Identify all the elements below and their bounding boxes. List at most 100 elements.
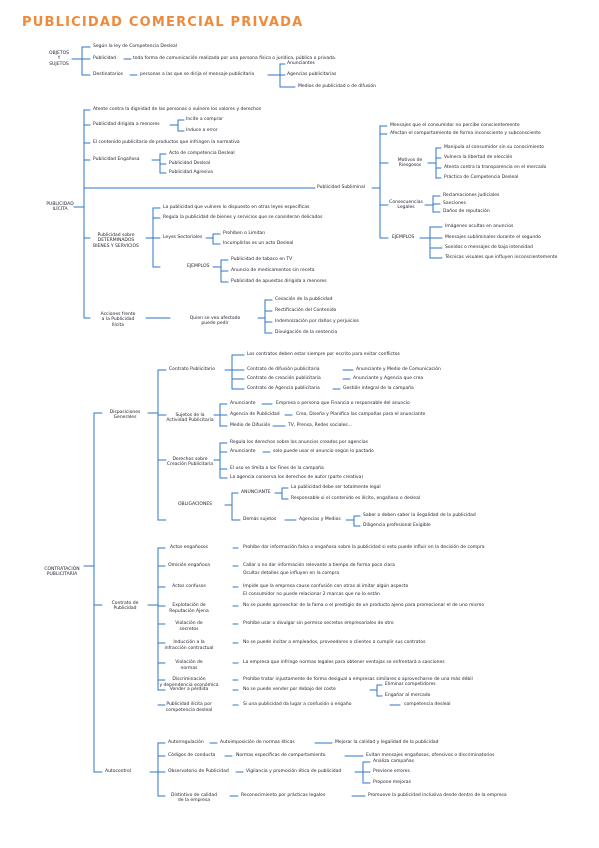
publicidad-node: Publicidad xyxy=(93,56,117,62)
imagenes-ocultas: Imágenes ocultas en anuncios xyxy=(445,224,514,230)
contrato-difusion: Contrato de difusión publicitaria xyxy=(247,367,320,373)
disposiciones-generales: Disposiciones Generales xyxy=(109,409,141,420)
anunciantes-leaf: Anunciantes xyxy=(287,61,315,67)
indemnizacion: Indemnización por daños y perjuicios xyxy=(275,319,359,325)
motivos-riesgosos: Motivos de Riesgosos xyxy=(397,157,423,168)
quien-afectado: Quien se vea afectado puede pedir xyxy=(189,315,241,326)
eliminar-competidores: Eliminar competidores xyxy=(385,682,436,688)
saber-ilegalidad: Saber o deben saber la ilegalidad de la … xyxy=(363,513,476,519)
sujeto-medio: Medio de Difusión xyxy=(230,423,271,429)
unfair-act-label: Publicidad ilícita por competencia desle… xyxy=(165,702,213,713)
observatorio-node: Observatorio de Publicidad xyxy=(168,769,229,775)
vulnera-libertad: Vulnera la libertad de elección xyxy=(444,155,513,161)
promueve-inclusiva: Promueve la publicidad inclusiva desde d… xyxy=(368,793,507,799)
unfair-act-label: Violación de normas xyxy=(175,660,203,671)
reclamaciones: Reclamaciones Judiciales xyxy=(443,193,500,199)
derechos-autor: La agencia conserva los derechos de auto… xyxy=(230,475,364,481)
menores-node: Publicidad dirigida a menores xyxy=(93,122,160,128)
sanciones: Sanciones xyxy=(443,201,466,207)
anunciante-agencia: Anunciante y Agencia que crea xyxy=(353,376,424,382)
consumidor-relacionar: El consumidor no puede relacionar 2 marc… xyxy=(243,592,380,598)
propone-mejoras: Propone mejoras xyxy=(373,780,411,786)
regula-bienes: Regula la publicidad de bienes y servici… xyxy=(163,215,323,221)
unfair-act-text: Si una publicidad da lugar a confusión o… xyxy=(243,702,352,708)
contrato-publicidad-node: Contrato de Publicidad xyxy=(111,600,139,611)
unfair-act-text: No se puede aprovechar de la fama o el p… xyxy=(243,603,485,609)
atente-dignidad: Atente contra la dignidad de las persona… xyxy=(93,107,262,113)
unfair-act-text: Prohíbe dar información falsa o engañosa… xyxy=(243,545,485,551)
agencia-def: Crea, Diseña y Planifica las campañas pa… xyxy=(296,412,426,418)
anunciante-def: Empresa o persona que Financia o respons… xyxy=(276,401,410,407)
competencia-desleal: competencia desleal xyxy=(404,702,451,708)
objetos-sujetos-node: OBJETOS Y SUJETOS xyxy=(49,51,69,67)
unfair-act-text: Prohíbe tratar injustamente de forma des… xyxy=(243,677,473,683)
unfair-act-label: Omisión engañosa xyxy=(168,563,210,569)
incite-comprar: Incite a comprar xyxy=(186,117,223,123)
gestion-integral: Gestión integral de la campaña xyxy=(343,386,414,392)
consecuencias-legales: Consecuencias Legales xyxy=(389,199,423,210)
bienes-servicios-node: Publicidad sobre DETERMINADOS BIENES Y S… xyxy=(93,233,139,249)
normativa-node: El contenido publicitario de productos q… xyxy=(93,140,240,146)
contratos-por-escrito: Los contratos deben estar siempre por es… xyxy=(247,352,400,358)
enganosa-node: Publicidad Engañosa xyxy=(93,157,140,163)
apuestas-menores: Publicidad de apuestas dirigida a menore… xyxy=(231,279,327,285)
autoimposicion: Autoimposición de normas éticas xyxy=(220,740,295,746)
demas-sujetos: Demás sujetos xyxy=(243,517,277,523)
publicidad-agresiva: Publicidad Agresiva xyxy=(169,170,213,176)
prohiben-limitan: Prohíben o Limitan xyxy=(223,231,266,237)
enganar-mercado: Engañar al mercado xyxy=(385,693,431,699)
ley-competencia-desleal: Según la ley de Competencia Desleal xyxy=(93,44,178,50)
unfair-act-text: No se puede vender por debajo del coste xyxy=(243,687,336,693)
ejemplos-subliminal: EJEMPLOS xyxy=(392,235,415,241)
mensajes-no-percibe: Mensajes que el consumidor no percibe co… xyxy=(390,123,520,129)
ocultar-detalles: Ocultar detalles que influyen en la comp… xyxy=(243,571,340,577)
incumplirlas: Incumplirlas es un acto Desleal xyxy=(223,241,294,247)
practica-desleal: Práctica de Competencia Desleal xyxy=(444,175,519,181)
vigilancia-etica: Vigilancia y promoción ética de publicid… xyxy=(246,769,342,775)
unfair-act-label: Actos confusos xyxy=(172,584,206,590)
medio-def: TV, Prensa, Redes sociales... xyxy=(288,423,352,429)
sujetos-actividad: Sujetos de la Actividad Publicitaria xyxy=(166,412,214,423)
distintivo-node: Distintivo de calidad de la empresa xyxy=(170,792,218,803)
tabaco-tv: Publicidad de tabaco en TV xyxy=(231,257,293,263)
destinatarios-node: Destinatarios xyxy=(93,72,123,78)
ejemplos-node: EJEMPLOS xyxy=(187,264,210,270)
unfair-act-text: Prohíbe usar o divulgar sin permiso secr… xyxy=(243,621,394,627)
codigos-node: Códigos de conducta xyxy=(168,753,216,759)
destinatarios-definition: personas a las que se dirija el mensaje … xyxy=(140,72,255,78)
atenta-transparencia: Atenta contra la transparencia en el mer… xyxy=(444,165,547,171)
anunciante-medio: Anunciante y Medio de Comunicación xyxy=(356,367,441,373)
unfair-act-label: Vender a pérdida xyxy=(169,687,209,693)
derechos-creacion: Derechos sobre Creación Publicitaria xyxy=(166,456,214,467)
danos-reputacion: Daños de reputación xyxy=(443,209,490,215)
sujeto-anunciante: Anunciante xyxy=(230,401,256,407)
page-title: PUBLICIDAD COMERCIAL PRIVADA xyxy=(22,15,304,30)
reconocimiento: Reconocimiento por prácticas legales xyxy=(241,793,326,799)
responsable-ilicito: Responsable si el contenido es ilícito, … xyxy=(291,496,421,502)
obligaciones-node: OBLIGACIONES xyxy=(178,502,213,508)
unfair-act-label: Inducción a la infracción contractual xyxy=(164,640,214,651)
unfair-act-label: Actos engañosos xyxy=(169,545,209,551)
diligencia-profesional: Diligencia profesional Exigible xyxy=(363,523,431,529)
afectan-comportamiento: Afectan el comportamiento de forma incon… xyxy=(390,131,541,137)
agencias-medios: Agencias y Medios xyxy=(299,517,341,523)
uso-pactado: solo puede usar el anuncio según lo pact… xyxy=(273,449,374,455)
derecho-anunciante: Anunciante xyxy=(230,449,256,455)
contrato-creacion: Contrato de creación publicitaria xyxy=(247,376,321,382)
medios-leaf: Medios de publicidad o de difusión xyxy=(298,84,377,90)
regula-derechos: Regula los derechos sobre los anuncios c… xyxy=(230,440,368,446)
tecnicas-visuales: Técnicas visuales que influyen inconscie… xyxy=(445,255,558,261)
acciones-ilicita-node: Acciones frente a la Publicidad Ilícita xyxy=(100,312,136,328)
autorregulacion-node: Autorregulación xyxy=(168,740,204,746)
mensajes-subliminales: Mensajes subliminales durante el segundo xyxy=(445,235,541,241)
cesacion: Cesación de la publicidad xyxy=(275,297,333,303)
unfair-act-label: Violación de secretos xyxy=(175,621,203,632)
normas-especificas: Normas específicas de comportamiento xyxy=(236,753,326,759)
publicidad-definition: toda forma de comunicación realizada por… xyxy=(133,56,337,62)
subliminal-node: Publicidad Subliminal xyxy=(317,185,366,191)
mejorar-calidad: Mejorar la calidad y legalidad de la pub… xyxy=(335,740,439,746)
contratacion-node: CONTRATACIÓN PUBLICITARIA xyxy=(44,566,80,577)
induce-error: Induce a error xyxy=(186,128,218,134)
